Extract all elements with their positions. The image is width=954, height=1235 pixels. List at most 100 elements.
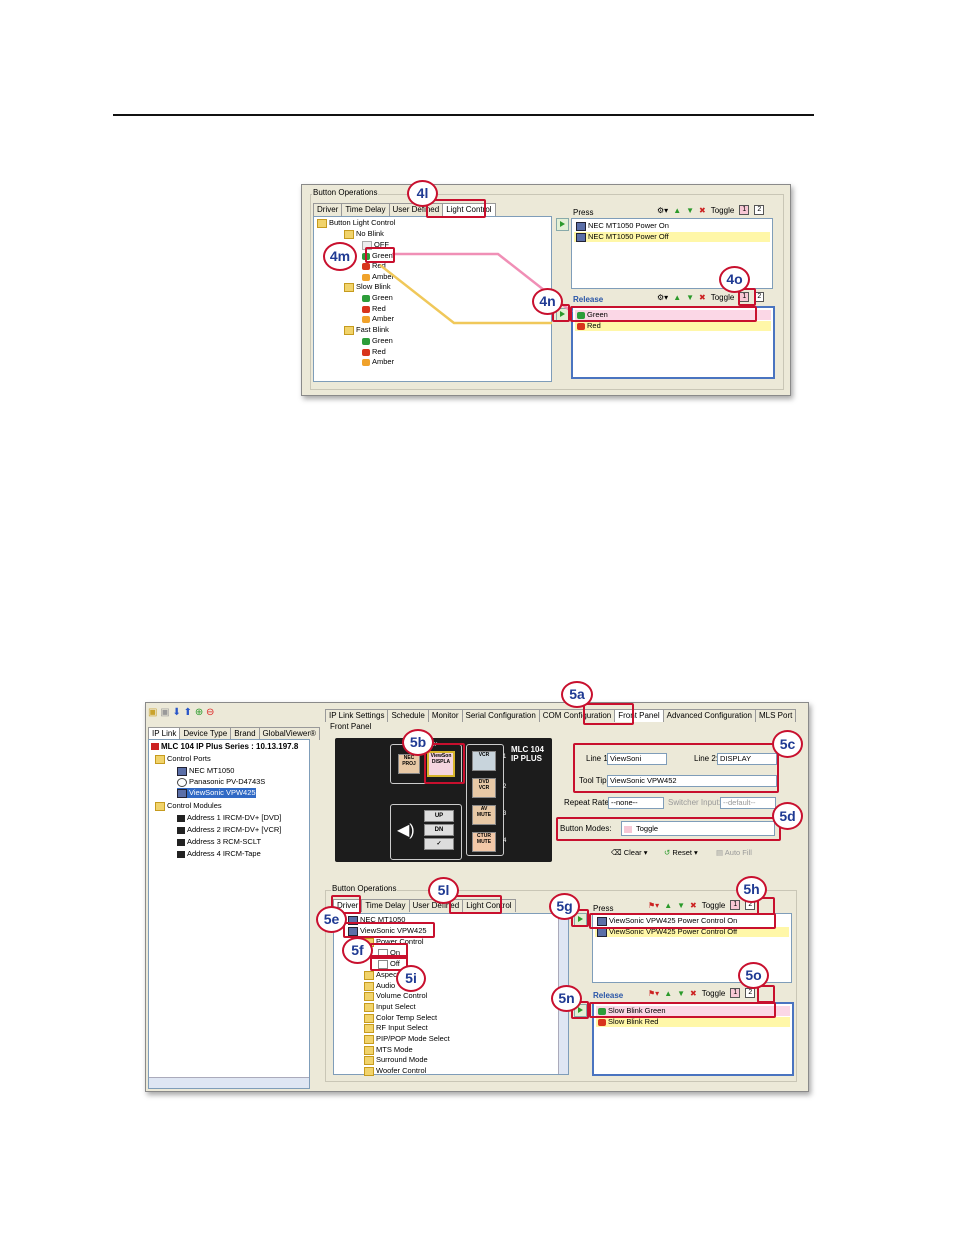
open-icon[interactable]: ▣ xyxy=(148,707,158,718)
toggle-state-1-button[interactable]: 1 xyxy=(739,205,750,215)
delete-icon[interactable]: ✖ xyxy=(699,205,706,215)
move-down-icon[interactable]: ▼ xyxy=(677,988,686,998)
tab-advanced-configuration[interactable]: Advanced Configuration xyxy=(662,709,756,722)
tree-nec-mt1050[interactable]: NEC MT1050 xyxy=(177,766,234,776)
fp-button-viewsonic-display[interactable]: ViewSon DISPLA xyxy=(427,751,455,777)
tree-mts-mode[interactable]: MTS Mode xyxy=(364,1045,413,1055)
fp-button-volume-down[interactable]: DN xyxy=(424,824,454,836)
tree-address-1[interactable]: Address 1 IRCM-DV+ [DVD] xyxy=(177,813,281,823)
tree-rf-input-select[interactable]: RF Input Select xyxy=(364,1023,428,1033)
tree-input-select[interactable]: Input Select xyxy=(364,1002,416,1012)
move-down-icon[interactable]: ▼ xyxy=(686,205,695,215)
tree-node-amber-fast[interactable]: Amber xyxy=(362,357,394,367)
tab-serial-configuration[interactable]: Serial Configuration xyxy=(461,709,540,722)
fp-button-vcr[interactable]: VCR xyxy=(472,751,496,771)
toggle-state-1-button[interactable]: 1 xyxy=(730,900,741,910)
tree-control-ports[interactable]: Control Ports xyxy=(155,754,211,764)
tree-off[interactable]: Off xyxy=(378,959,400,969)
fp-button-volume-up[interactable]: UP xyxy=(424,810,454,822)
repeat-rate-select[interactable]: --none-- xyxy=(608,797,664,809)
tree-surround-mode[interactable]: Surround Mode xyxy=(364,1055,428,1065)
tree-woofer-control[interactable]: Woofer Control xyxy=(364,1066,426,1076)
tree-node-fast-blink[interactable]: Fast Blink xyxy=(344,325,389,335)
move-down-icon[interactable]: ▼ xyxy=(677,900,686,910)
tree-node-off[interactable]: OFF xyxy=(362,240,389,250)
device-title[interactable]: MLC 104 IP Plus Series : 10.13.197.8 xyxy=(151,742,298,752)
release-item-red[interactable]: Red xyxy=(575,321,771,331)
tree-viewsonic[interactable]: ViewSonic VPW425 xyxy=(177,788,256,798)
tree-panasonic[interactable]: Panasonic PV-D4743S xyxy=(177,777,265,787)
release-item-green[interactable]: Green xyxy=(575,310,771,320)
tree-node-red-no-blink[interactable]: Red xyxy=(362,261,386,271)
tree-aspect[interactable]: Aspect xyxy=(364,970,399,980)
tree-node-red-slow[interactable]: Red xyxy=(362,304,386,314)
release-item-slow-blink-red[interactable]: Slow Blink Red xyxy=(596,1017,790,1027)
tree-address-3[interactable]: Address 3 RCM-SCLT xyxy=(177,837,261,847)
tab-light-control[interactable]: Light Control xyxy=(442,203,496,216)
tree-address-2[interactable]: Address 2 IRCM-DV+ [VCR] xyxy=(177,825,281,835)
tab-ip-link-settings[interactable]: IP Link Settings xyxy=(325,709,389,722)
fp-button-nec-proj[interactable]: NEC PROJ xyxy=(398,754,420,774)
tree-audio[interactable]: Audio xyxy=(364,981,395,991)
properties-icon[interactable]: ⚑▾ xyxy=(648,900,660,910)
tab-globalviewer[interactable]: GlobalViewer® xyxy=(258,727,320,740)
move-up-icon[interactable]: ▲ xyxy=(673,205,682,215)
delete-icon[interactable]: ✖ xyxy=(690,988,697,998)
device-tree[interactable]: MLC 104 IP Plus Series : 10.13.197.8 Con… xyxy=(148,739,310,1089)
delete-icon[interactable]: ✖ xyxy=(690,900,697,910)
properties-icon[interactable]: ⚙▾ xyxy=(657,205,669,215)
upload-icon[interactable]: ⬆ xyxy=(183,707,193,718)
tree-node-green-slow[interactable]: Green xyxy=(362,293,393,303)
tree-volume-control[interactable]: Volume Control xyxy=(364,991,427,1001)
properties-icon[interactable]: ⚙▾ xyxy=(657,292,669,302)
tab-mls-port[interactable]: MLS Port xyxy=(755,709,797,722)
tooltip-input[interactable]: ViewSonic VPW452 xyxy=(607,775,777,787)
toggle-state-2-button[interactable]: 2 xyxy=(745,988,756,998)
move-up-icon[interactable]: ▲ xyxy=(673,292,682,302)
tree-node-slow-blink[interactable]: Slow Blink xyxy=(344,282,391,292)
move-up-icon[interactable]: ▲ xyxy=(664,988,673,998)
tree-address-4[interactable]: Address 4 IRCM-Tape xyxy=(177,849,261,859)
toggle-state-1-button[interactable]: 1 xyxy=(730,988,741,998)
horizontal-scrollbar[interactable] xyxy=(149,1077,309,1088)
tree-node-amber-no-blink[interactable]: Amber xyxy=(362,272,394,282)
properties-icon[interactable]: ⚑▾ xyxy=(648,988,660,998)
press-list[interactable]: ViewSonic VPW425 Power Control On ViewSo… xyxy=(592,913,792,983)
driver-tree[interactable]: NEC MT1050 ViewSonic VPW425 Power Contro… xyxy=(333,913,569,1076)
release-list[interactable]: Slow Blink Green Slow Blink Red xyxy=(592,1002,794,1076)
move-up-icon[interactable]: ▲ xyxy=(664,900,673,910)
delete-icon[interactable]: ✖ xyxy=(699,292,706,302)
add-icon[interactable]: ⊕ xyxy=(194,707,204,718)
tree-node-amber-slow[interactable]: Amber xyxy=(362,314,394,324)
add-to-press-button[interactable] xyxy=(556,218,569,231)
press-item-power-on[interactable]: ViewSonic VPW425 Power Control On xyxy=(595,916,789,926)
tree-control-modules[interactable]: Control Modules xyxy=(155,801,222,811)
move-down-icon[interactable]: ▼ xyxy=(686,292,695,302)
toggle-state-2-button[interactable]: 2 xyxy=(754,205,765,215)
tree-nec-mt1050[interactable]: NEC MT1050 xyxy=(348,915,405,925)
fp-button-av-mute[interactable]: AV MUTE xyxy=(472,805,496,825)
release-list[interactable]: Green Red xyxy=(571,306,775,379)
clear-button[interactable]: ⌫ Clear ▾ xyxy=(611,848,648,857)
tree-viewsonic-vpw425[interactable]: ViewSonic VPW425 xyxy=(348,926,427,936)
line1-input[interactable]: ViewSoni xyxy=(607,753,667,765)
tab-time-delay[interactable]: Time Delay xyxy=(361,899,410,912)
release-item-slow-blink-green[interactable]: Slow Blink Green xyxy=(596,1006,790,1016)
fp-button-dvd-vcr[interactable]: DVD VCR xyxy=(472,778,496,798)
download-icon[interactable]: ⬇ xyxy=(172,707,181,718)
fp-button-picture-mute[interactable]: CTUR MUTE xyxy=(472,832,496,852)
remove-icon[interactable]: ⊖ xyxy=(205,707,215,718)
save-icon[interactable]: ▣ xyxy=(160,707,170,718)
line2-input[interactable]: DISPLAY xyxy=(717,753,777,765)
fp-button-mute[interactable]: ✓ xyxy=(424,838,454,850)
tab-light-control[interactable]: Light Control xyxy=(462,899,516,912)
switcher-input-select[interactable]: --default-- xyxy=(720,797,776,809)
tree-node-red-fast[interactable]: Red xyxy=(362,347,386,357)
tree-pip-pop-mode-select[interactable]: PIP/POP Mode Select xyxy=(364,1034,450,1044)
auto-fill-button[interactable]: ▤ Auto Fill xyxy=(716,848,752,857)
tab-monitor[interactable]: Monitor xyxy=(427,709,463,722)
tree-node-no-blink[interactable]: No Blink xyxy=(344,229,384,239)
button-modes-select[interactable]: Toggle xyxy=(621,821,775,836)
tree-node-button-light-control[interactable]: Button Light Control xyxy=(317,218,395,228)
press-item-power-off[interactable]: NEC MT1050 Power Off xyxy=(574,232,770,242)
